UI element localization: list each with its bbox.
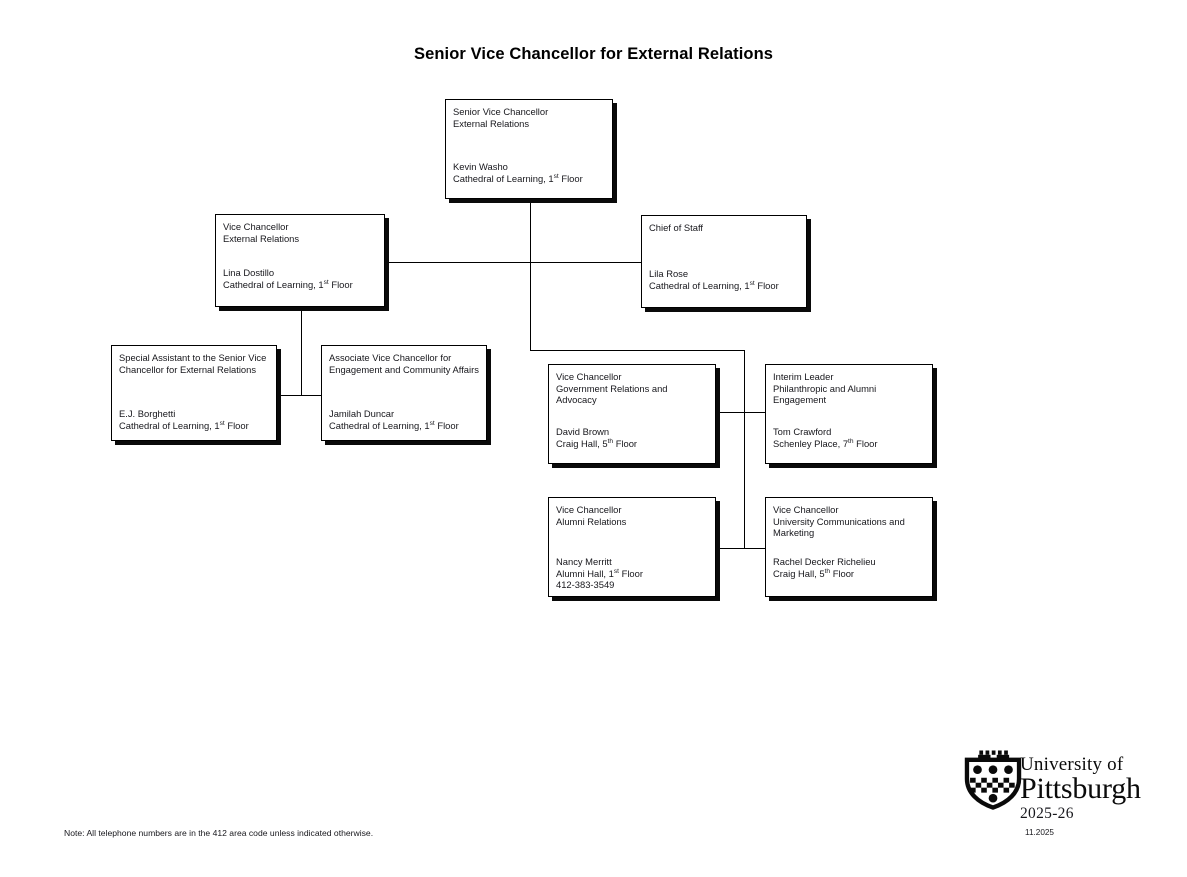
node-person-name: Nancy Merritt <box>556 556 612 567</box>
node-chief-of-staff[interactable]: Chief of Staff Lila Rose Cathedral of Le… <box>641 215 807 308</box>
page-title: Senior Vice Chancellor for External Rela… <box>413 45 774 63</box>
node-title-line1: Associate Vice Chancellor for <box>329 352 452 363</box>
node-title-line2: External Relations <box>223 232 300 244</box>
node-person-block: Nancy Merritt Alumni Hall, 1st Floor 412… <box>556 556 710 591</box>
node-title-line2: Alumni Relations <box>556 515 627 527</box>
node-title-line2: External Relations <box>453 117 530 129</box>
node-vc-government-relations[interactable]: Vice Chancellor Government Relations and… <box>548 364 716 464</box>
node-title-line1: Chief of Staff <box>649 222 704 233</box>
logo-wordmark: University of Pittsburgh 2025-26 <box>1020 755 1170 823</box>
node-title-line1: Vice Chancellor <box>773 504 839 515</box>
node-svc-external-relations[interactable]: Senior Vice Chancellor External Relation… <box>445 99 613 199</box>
node-interim-leader-philanthropic[interactable]: Interim Leader Philanthropic and Alumni … <box>765 364 933 464</box>
node-location: Schenley Place, 7th Floor <box>773 437 878 449</box>
ordinal-suffix: st <box>749 279 755 287</box>
ordinal-suffix: th <box>607 437 614 445</box>
node-person-name: Tom Crawford <box>773 426 832 437</box>
node-title-line1: Vice Chancellor <box>556 371 622 382</box>
footer-date: 11.2025 <box>1025 828 1054 837</box>
node-title-line2: Chancellor for External Relations <box>119 363 257 375</box>
node-title-line2: Philanthropic and Alumni Engagement <box>773 382 877 406</box>
footer-note: Note: All telephone numbers are in the 4… <box>64 828 374 838</box>
logo-pittsburgh-line: Pittsburgh <box>1020 772 1141 805</box>
node-vc-external-relations[interactable]: Vice Chancellor External Relations Lina … <box>215 214 385 307</box>
node-title: Vice Chancellor Government Relations and… <box>556 371 708 406</box>
node-location: Cathedral of Learning, 1st Floor <box>453 172 583 184</box>
node-person-block: Rachel Decker Richelieu Craig Hall, 5th … <box>773 556 927 579</box>
logo-academic-year: 2025-26 <box>1020 805 1074 822</box>
node-title-line2: University Communications and <box>773 515 905 527</box>
node-person-block: E.J. Borghetti Cathedral of Learning, 1s… <box>119 408 271 431</box>
node-person-name: Lina Dostillo <box>223 267 275 278</box>
connector-right-spine-vertical <box>744 350 745 549</box>
connector-right-branch-row1 <box>719 412 769 413</box>
node-title-line1: Vice Chancellor <box>223 221 289 232</box>
node-location: Cathedral of Learning, 1st Floor <box>223 278 353 290</box>
node-title-line2: Engagement and Community Affairs <box>329 363 479 375</box>
node-title: Vice Chancellor University Communication… <box>773 504 925 539</box>
node-title: Vice Chancellor External Relations <box>223 221 377 244</box>
connector-right-branch-row2 <box>719 548 769 549</box>
node-person-name: Jamilah Duncar <box>329 408 395 419</box>
pitt-shield-icon <box>964 750 1022 810</box>
node-title-line1: Interim Leader <box>773 371 834 382</box>
node-vc-university-communications[interactable]: Vice Chancellor University Communication… <box>765 497 933 597</box>
node-person-name: David Brown <box>556 426 610 437</box>
node-location: Cathedral of Learning, 1st Floor <box>119 419 249 431</box>
node-person-name: Rachel Decker Richelieu <box>773 556 876 567</box>
node-location: Alumni Hall, 1st Floor <box>556 567 643 579</box>
node-person-block: David Brown Craig Hall, 5th Floor <box>556 426 710 449</box>
university-logo: University of Pittsburgh 2025-26 <box>962 745 1172 823</box>
ordinal-suffix: st <box>219 419 225 427</box>
node-person-block: Jamilah Duncar Cathedral of Learning, 1s… <box>329 408 481 431</box>
node-person-block: Kevin Washo Cathedral of Learning, 1st F… <box>453 161 607 184</box>
node-vc-alumni-relations[interactable]: Vice Chancellor Alumni Relations Nancy M… <box>548 497 716 597</box>
node-title: Interim Leader Philanthropic and Alumni … <box>773 371 925 406</box>
node-associate-vc-engagement[interactable]: Associate Vice Chancellor for Engagement… <box>321 345 487 441</box>
node-special-assistant[interactable]: Special Assistant to the Senior Vice Cha… <box>111 345 277 441</box>
ordinal-suffix: st <box>323 278 329 286</box>
node-title: Special Assistant to the Senior Vice Cha… <box>119 352 269 375</box>
node-person-name: E.J. Borghetti <box>119 408 176 419</box>
node-title: Chief of Staff <box>649 222 799 234</box>
node-title: Associate Vice Chancellor for Engagement… <box>329 352 479 375</box>
connector-vc-er-stem <box>301 307 302 396</box>
node-title: Vice Chancellor Alumni Relations <box>556 504 708 527</box>
connector-vc-er-children-horizontal <box>277 395 322 396</box>
node-person-block: Tom Crawford Schenley Place, 7th Floor <box>773 426 927 449</box>
logo-university-line: University of <box>1020 754 1124 775</box>
ordinal-suffix: st <box>429 419 435 427</box>
ordinal-suffix: th <box>848 437 854 445</box>
connector-trunk-to-right-spine <box>530 350 745 351</box>
node-person-name: Kevin Washo <box>453 161 508 172</box>
node-location: Cathedral of Learning, 1st Floor <box>329 419 459 431</box>
node-title-line2: Government Relations and Advocacy <box>556 382 668 406</box>
node-title-line1: Vice Chancellor <box>556 504 622 515</box>
node-title-line1: Special Assistant to the Senior Vice <box>119 352 267 363</box>
ordinal-suffix: st <box>553 172 559 180</box>
node-title: Senior Vice Chancellor External Relation… <box>453 106 605 129</box>
node-person-block: Lina Dostillo Cathedral of Learning, 1st… <box>223 267 379 290</box>
node-title-line1: Senior Vice Chancellor <box>453 106 549 117</box>
node-location: Craig Hall, 5th Floor <box>556 437 638 449</box>
connector-tier1-horizontal <box>387 262 641 263</box>
node-location: Cathedral of Learning, 1st Floor <box>649 279 779 291</box>
node-phone: 412-383-3549 <box>556 579 615 591</box>
node-title-line3: Marketing <box>773 527 815 539</box>
node-location: Craig Hall, 5th Floor <box>773 567 855 579</box>
node-person-block: Lila Rose Cathedral of Learning, 1st Flo… <box>649 268 801 291</box>
node-person-name: Lila Rose <box>649 268 689 279</box>
ordinal-suffix: st <box>613 567 619 575</box>
connector-trunk-vertical <box>530 199 531 351</box>
ordinal-suffix: th <box>824 567 831 575</box>
